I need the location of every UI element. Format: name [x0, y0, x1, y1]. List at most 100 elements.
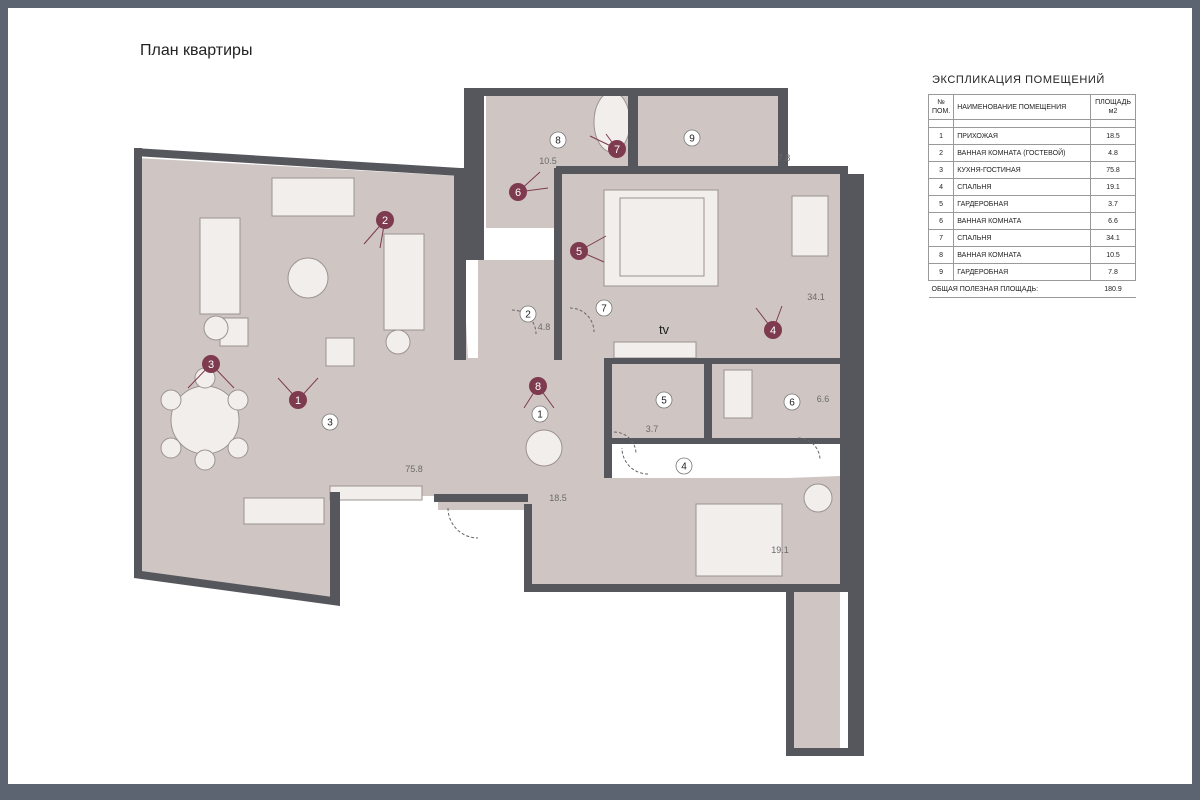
total-value: 180.9 — [1090, 280, 1136, 298]
wall-balcony-west — [786, 590, 794, 750]
row-name: СПАЛЬНЯ — [953, 229, 1091, 247]
kitchen-counter — [329, 485, 423, 501]
view-marker-number: 2 — [382, 215, 388, 227]
view-marker-number: 8 — [535, 381, 541, 393]
row-number: 4 — [927, 178, 955, 196]
armchair-bedroom — [803, 483, 833, 513]
room-number-circle — [595, 299, 613, 317]
wall-bedroom-west — [554, 168, 562, 360]
row-name: ГАРДЕРОБНАЯ — [953, 263, 1091, 281]
total-row: ОБЩАЯ ПОЛЕЗНАЯ ПЛОЩАДЬ: 180.9 — [928, 280, 1136, 298]
wall-living-east — [454, 168, 466, 360]
explication-table: № ПОМ. НАИМЕНОВАНИЕ ПОМЕЩЕНИЯ ПЛОЩАДЬ м2… — [927, 94, 1136, 298]
wall-entry-north — [434, 494, 528, 502]
room-number: 4 — [681, 462, 687, 473]
dining-chair — [227, 437, 249, 459]
room-area: 3.7 — [646, 424, 659, 434]
view-marker-circle — [608, 140, 626, 158]
wall-bath-west-thick — [464, 88, 484, 260]
dining-chair — [227, 389, 249, 411]
row-area: 19.1 — [1090, 178, 1136, 196]
row-name: СПАЛЬНЯ — [953, 178, 1091, 196]
room-number-circle — [683, 129, 701, 147]
wall-bath-wardrobe — [628, 88, 638, 168]
room-area: 18.5 — [549, 493, 567, 503]
sofa-left — [199, 217, 241, 315]
row-area: 4.8 — [1090, 144, 1136, 162]
row-number: 1 — [927, 127, 955, 145]
room-number-circle — [655, 391, 673, 409]
wall-balcony-south — [786, 748, 864, 756]
view-marker-circle — [202, 355, 220, 373]
wall-west — [134, 148, 142, 574]
room-area: 7.8 — [778, 153, 791, 163]
room-number: 8 — [555, 136, 561, 147]
header-number: № ПОМ. — [927, 94, 955, 120]
row-number: 6 — [927, 212, 955, 230]
floor-areas — [138, 94, 840, 748]
wall-hall-east — [604, 358, 612, 478]
room-number-circle — [321, 413, 339, 431]
room-number: 7 — [601, 304, 607, 315]
wall-wardrobe-east — [778, 88, 788, 168]
row-number: 9 — [927, 263, 955, 281]
dining-chair — [194, 449, 216, 471]
room-number: 5 — [661, 396, 667, 407]
row-area: 7.8 — [1090, 263, 1136, 281]
room-number-circle — [519, 305, 537, 323]
room-number: 6 — [789, 398, 795, 409]
row-number: 2 — [927, 144, 955, 162]
room-area: 34.1 — [807, 292, 825, 302]
row-name: ПРИХОЖАЯ — [953, 127, 1091, 145]
row-number: 5 — [927, 195, 955, 213]
door-swing — [797, 437, 821, 461]
room-number-circle — [549, 131, 567, 149]
room-number-circle — [531, 405, 549, 423]
row-area: 34.1 — [1090, 229, 1136, 247]
row-name: КУХНЯ-ГОСТИНАЯ — [953, 161, 1091, 179]
floor-wardrobe-master — [638, 94, 778, 168]
row-area: 10.5 — [1090, 246, 1136, 264]
view-marker-circle — [509, 183, 527, 201]
wall-balcony-east — [848, 174, 864, 756]
sofa-right — [383, 233, 425, 331]
row-name: ВАННАЯ КОМНАТА (ГОСТЕВОЙ) — [953, 144, 1091, 162]
armchair-2 — [325, 337, 355, 367]
side-table-1 — [203, 315, 229, 341]
view-marker-number: 7 — [614, 144, 620, 156]
wall-wardrobe-bath — [704, 360, 712, 440]
row-area: 18.5 — [1090, 127, 1136, 145]
room-area: 4.8 — [538, 322, 551, 332]
wall-south-living — [134, 570, 340, 606]
door-swing — [613, 431, 637, 455]
room-number-circle — [783, 393, 801, 411]
walls — [134, 88, 864, 756]
tv-console — [271, 177, 355, 217]
explication-title: ЭКСПЛИКАЦИЯ ПОМЕЩЕНИЙ — [932, 74, 1105, 86]
hall-round-table — [525, 429, 563, 467]
room-area: 19.1 — [771, 545, 789, 555]
header-area: ПЛОЩАДЬ м2 — [1090, 94, 1136, 120]
wall-bedroom-top — [604, 438, 848, 444]
plan-title: План квартиры — [140, 42, 253, 59]
wall-bedroom-north — [556, 166, 848, 174]
view-marker-circle — [570, 242, 588, 260]
wall-north-top — [464, 88, 788, 96]
explication: ЭКСПЛИКАЦИЯ ПОМЕЩЕНИЙ № ПОМ. НАИМЕНОВАНИ… — [927, 74, 1136, 298]
view-marker-circle — [289, 391, 307, 409]
row-area: 3.7 — [1090, 195, 1136, 213]
room-number: 2 — [525, 310, 531, 321]
dining-chair — [160, 437, 182, 459]
wall-entry-west — [524, 504, 532, 592]
room-number: 9 — [689, 134, 695, 145]
